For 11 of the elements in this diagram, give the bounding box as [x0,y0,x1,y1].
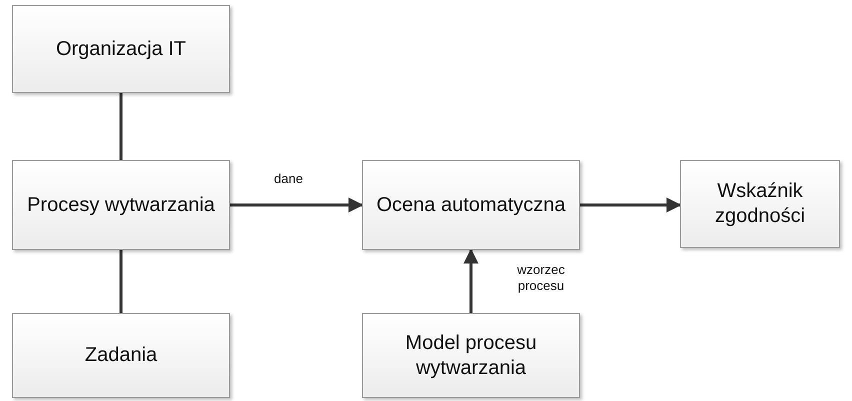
connector-line [120,250,122,313]
process-box: Ocena automatyczna [362,160,580,250]
process-box: Zadania [12,313,230,398]
process-box: Model procesu wytwarzania [362,313,580,398]
arrow [580,198,682,212]
connector-line [120,93,122,160]
arrow [464,248,478,313]
arrow [230,198,364,212]
process-box: Procesy wytwarzania [12,160,230,250]
process-box: Wskaźnik zgodności [680,160,840,248]
process-box: Organizacja IT [12,5,230,93]
